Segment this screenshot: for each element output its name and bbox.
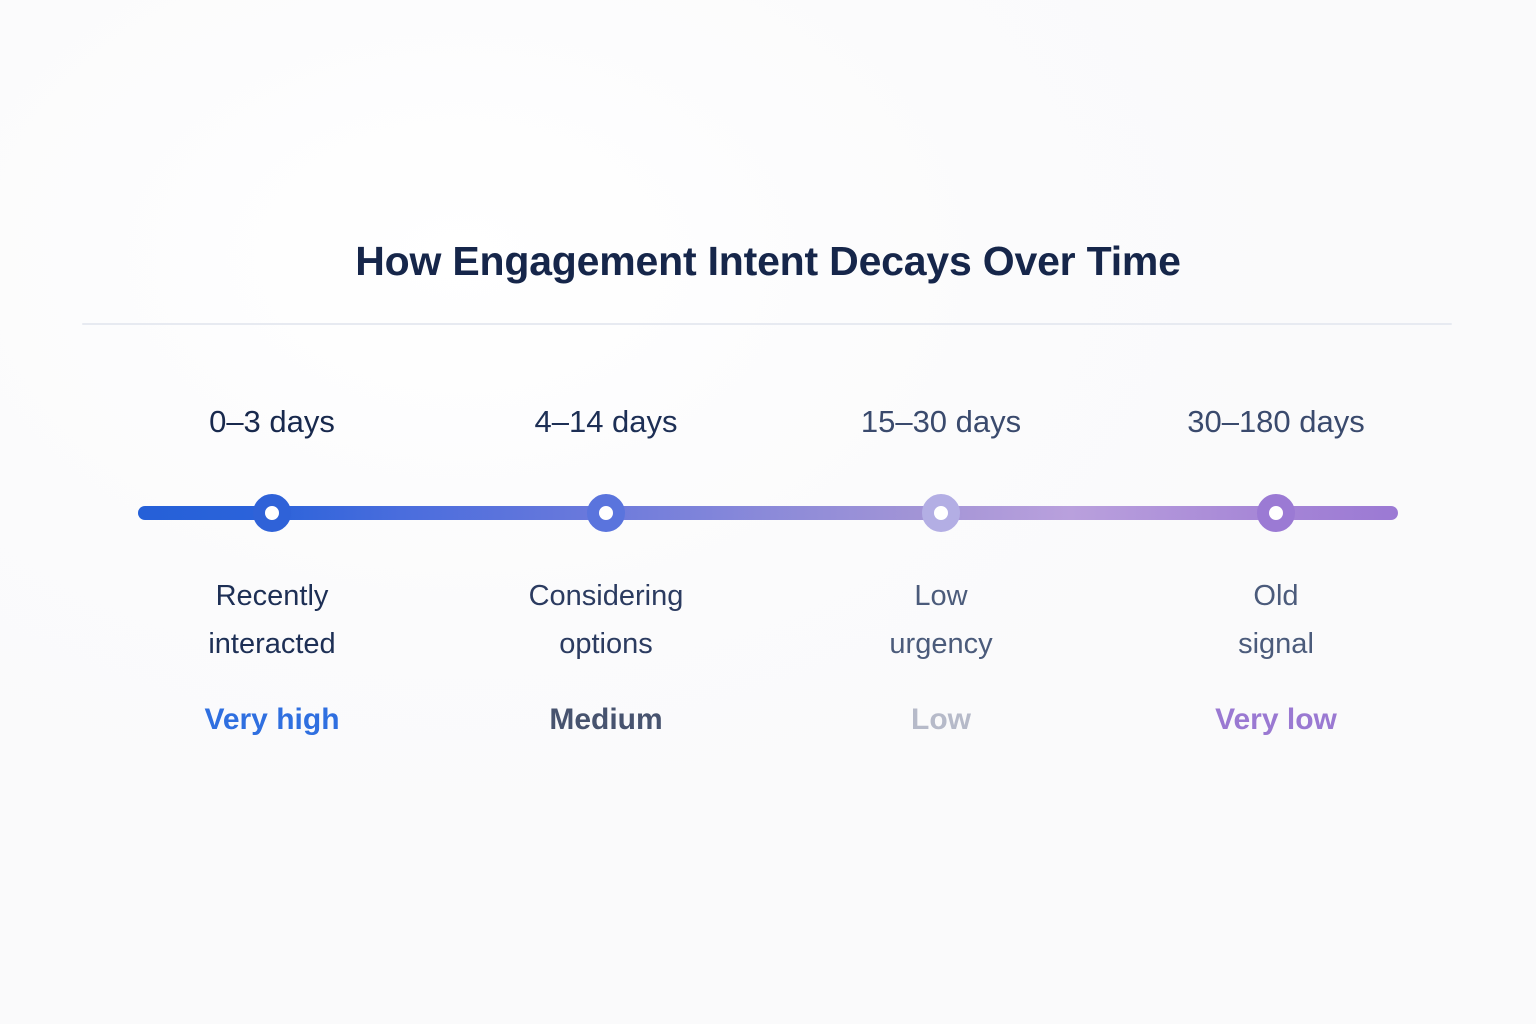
stage-range-label: 15–30 days xyxy=(860,404,1022,439)
stage-intensity-label: Very low xyxy=(1215,703,1337,736)
stage-intensity-label: Medium xyxy=(549,703,663,736)
page-title: How Engagement Intent Decays Over Time xyxy=(355,238,1181,284)
timeline-dot-icon[interactable] xyxy=(587,494,625,532)
stage-description-line2: urgency xyxy=(889,628,993,660)
stage-description-line1: Recently xyxy=(215,580,329,612)
stage-description-line1: Low xyxy=(914,580,968,612)
stage-description-line1: Considering xyxy=(528,580,684,612)
stage-intensity-label: Low xyxy=(911,703,971,736)
title-divider xyxy=(82,323,1452,325)
stage-description-line2: options xyxy=(559,628,653,660)
stage-intensity-label: Very high xyxy=(204,703,340,736)
stage-description: Considering options xyxy=(456,572,756,668)
stage-range-label: 0–3 days xyxy=(209,404,335,439)
stage-description-line2: interacted xyxy=(208,628,336,660)
stage-range-label: 30–180 days xyxy=(1187,404,1365,439)
stage-description: Low urgency xyxy=(791,572,1091,668)
timeline-dot-icon[interactable] xyxy=(253,494,291,532)
timeline-track xyxy=(138,506,1398,520)
stage-description-line2: signal xyxy=(1238,628,1314,660)
timeline-dot-icon[interactable] xyxy=(1257,494,1295,532)
stage-description: Recently interacted xyxy=(122,572,422,668)
stage-range-label: 4–14 days xyxy=(534,404,678,439)
stage-description-line1: Old xyxy=(1253,580,1299,612)
timeline-dot-icon[interactable] xyxy=(922,494,960,532)
stage-description: Old signal xyxy=(1126,572,1426,668)
